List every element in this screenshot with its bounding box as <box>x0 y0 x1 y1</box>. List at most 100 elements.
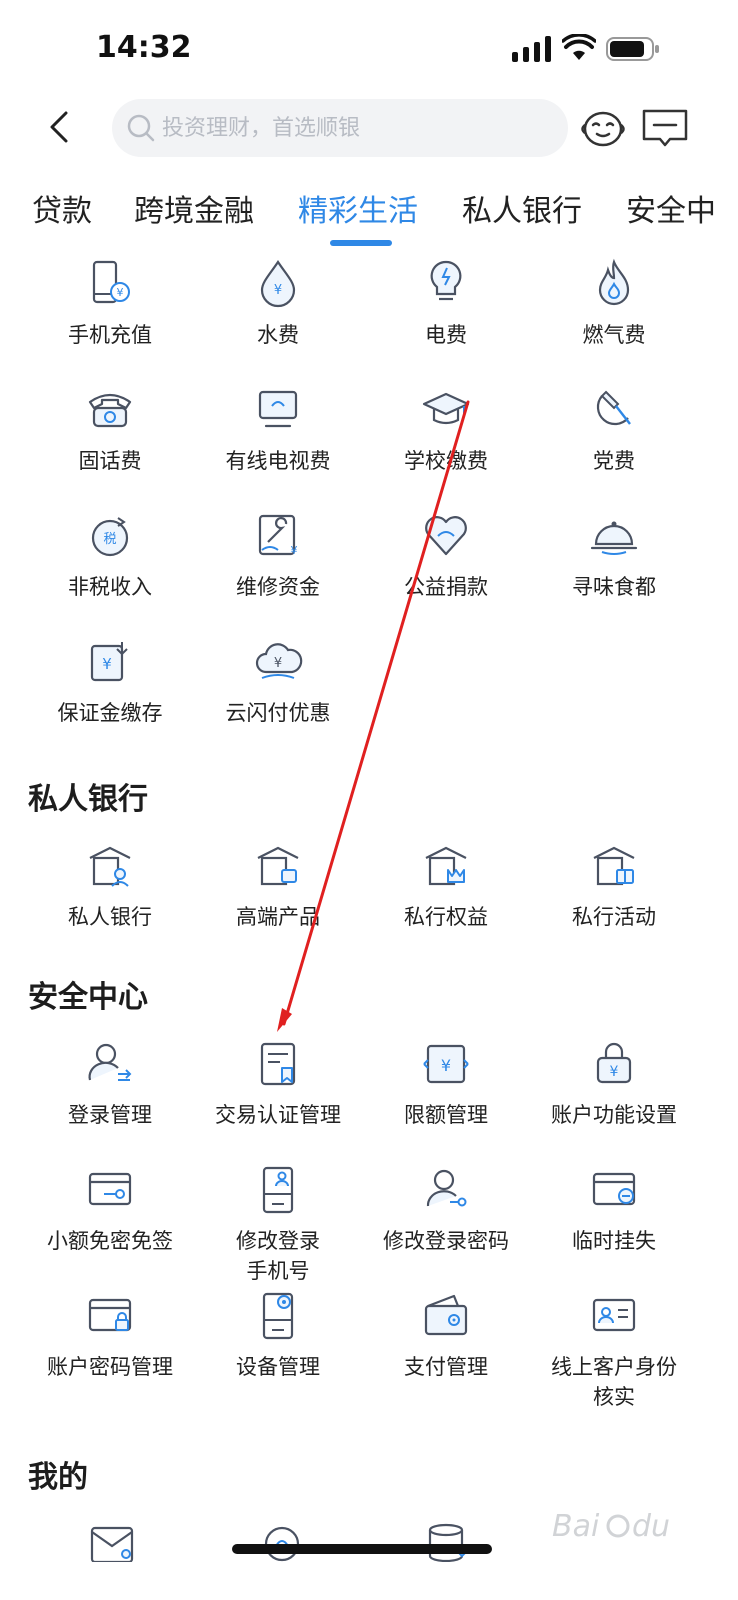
tax-icon: 税 <box>91 517 129 557</box>
svg-text:¥: ¥ <box>274 283 282 298</box>
flame-icon <box>598 258 630 306</box>
service-label: 公益捐款 <box>404 575 488 599</box>
service-label: 交易认证管理 <box>215 1103 341 1127</box>
service-label: 固话费 <box>78 449 142 473</box>
service-water-fee[interactable]: ¥ 水费 <box>194 258 362 350</box>
service-label: 私行活动 <box>572 905 656 929</box>
service-private-activities[interactable]: 私行活动 <box>530 840 698 932</box>
svg-text:¥: ¥ <box>610 1064 619 1080</box>
service-label: 水费 <box>257 323 299 347</box>
service-gas-fee[interactable]: 燃气费 <box>530 258 698 350</box>
battery-icon <box>606 37 659 61</box>
service-account-password-management[interactable]: 账户密码管理 <box>26 1290 194 1382</box>
lightbulb-icon <box>430 260 462 301</box>
service-device-management[interactable]: 设备管理 <box>194 1290 362 1382</box>
gift-activity-icon <box>593 846 635 886</box>
service-label: 修改登录 <box>236 1229 320 1253</box>
service-non-tax-income[interactable]: 税 非税收入 <box>26 510 194 602</box>
section-title-private-banking: 私人银行 <box>28 782 148 817</box>
service-temporary-loss-report[interactable]: 临时挂失 <box>530 1164 698 1256</box>
service-deposit[interactable]: ¥ 保证金缴存 <box>26 636 194 728</box>
chat-bubble-icon[interactable] <box>256 1522 308 1562</box>
user-key-icon <box>426 1169 467 1207</box>
service-label: 燃气费 <box>582 323 646 347</box>
device-gear-icon <box>262 1292 294 1340</box>
database-icon[interactable] <box>424 1522 476 1562</box>
service-label: 临时挂失 <box>572 1229 656 1253</box>
card-lock-icon <box>88 1298 132 1332</box>
tab-security-center[interactable]: 安全中 <box>626 194 716 229</box>
service-label: 非税收入 <box>68 575 152 599</box>
svg-text:¥: ¥ <box>102 655 112 673</box>
svg-text:Bai: Bai <box>552 1509 600 1544</box>
wifi-icon <box>562 34 596 60</box>
phone-user-icon <box>262 1166 294 1214</box>
service-label: 私行权益 <box>404 905 488 929</box>
message-icon[interactable] <box>640 103 690 153</box>
service-label: 云闪付优惠 <box>225 701 331 725</box>
tab-wonderful-life[interactable]: 精彩生活 <box>298 194 418 229</box>
service-cloud-pay[interactable]: ¥ 云闪付优惠 <box>194 636 362 728</box>
tab-cross-border-finance[interactable]: 跨境金融 <box>134 194 254 229</box>
svg-text:税: 税 <box>103 532 116 547</box>
service-label: 账户功能设置 <box>551 1103 677 1127</box>
service-maintenance-fund[interactable]: ¥ 维修资金 <box>194 510 362 602</box>
wrench-icon: ¥ <box>258 514 298 557</box>
service-small-no-password[interactable]: 小额免密免签 <box>26 1164 194 1256</box>
service-charity-donation[interactable]: 公益捐款 <box>362 510 530 602</box>
envelope-user-icon[interactable] <box>88 1522 140 1562</box>
water-drop-icon: ¥ <box>260 260 296 308</box>
search-box[interactable] <box>112 99 568 157</box>
service-change-login-password[interactable]: 修改登录密码 <box>362 1164 530 1256</box>
service-transaction-auth[interactable]: 交易认证管理 <box>194 1038 362 1130</box>
service-label: 修改登录密码 <box>383 1229 509 1253</box>
service-premium-products[interactable]: 高端产品 <box>194 840 362 932</box>
service-label: 手机充值 <box>68 323 152 347</box>
home-indicator[interactable] <box>232 1544 492 1554</box>
header-bar <box>0 95 738 161</box>
service-label: 小额免密免签 <box>47 1229 173 1253</box>
svg-text:¥: ¥ <box>291 544 298 557</box>
svg-text:¥: ¥ <box>274 656 282 671</box>
service-account-settings[interactable]: ¥ 账户功能设置 <box>530 1038 698 1130</box>
service-online-identity-verification[interactable]: 线上客户身份 核实 <box>530 1290 698 1412</box>
service-cable-tv-fee[interactable]: 有线电视费 <box>194 384 362 476</box>
status-bar: 14:32 <box>0 0 738 90</box>
card-minus-icon <box>592 1172 636 1206</box>
heart-leaf-icon <box>425 516 467 556</box>
tab-private-banking[interactable]: 私人银行 <box>462 194 582 229</box>
service-private-banking[interactable]: 私人银行 <box>26 840 194 932</box>
service-private-benefits[interactable]: 私行权益 <box>362 840 530 932</box>
section-title-security-center: 安全中心 <box>28 980 148 1015</box>
id-card-icon <box>592 1298 636 1332</box>
account-lock-icon: ¥ <box>596 1042 632 1084</box>
back-arrow-icon[interactable] <box>40 107 80 147</box>
svg-text:¥: ¥ <box>441 1056 451 1075</box>
service-party-fee[interactable]: 党费 <box>530 384 698 476</box>
service-payment-management[interactable]: 支付管理 <box>362 1290 530 1382</box>
search-input[interactable] <box>162 99 542 157</box>
service-label: 核实 <box>593 1385 635 1409</box>
robot-assistant-icon[interactable] <box>578 103 628 153</box>
service-label: 保证金缴存 <box>57 701 163 725</box>
tab-loan[interactable]: 贷款 <box>32 194 92 229</box>
service-label: 学校缴费 <box>404 449 488 473</box>
telephone-icon <box>88 393 132 428</box>
card-key-icon <box>88 1172 132 1206</box>
service-landline-fee[interactable]: 固话费 <box>26 384 194 476</box>
service-label: 电费 <box>425 323 467 347</box>
food-cloche-icon <box>590 521 638 555</box>
premium-product-icon <box>257 846 299 886</box>
service-login-management[interactable]: 登录管理 <box>26 1038 194 1130</box>
wallet-gear-icon <box>424 1294 468 1336</box>
service-food-city[interactable]: 寻味食都 <box>530 510 698 602</box>
cloud-pay-icon: ¥ <box>255 643 303 679</box>
hammer-sickle-icon <box>596 390 631 426</box>
service-mobile-recharge[interactable]: ¥ 手机充值 <box>26 258 194 350</box>
service-school-fee[interactable]: 学校缴费 <box>362 384 530 476</box>
status-time: 14:32 <box>96 30 192 65</box>
service-label: 维修资金 <box>236 575 320 599</box>
service-limit-management[interactable]: ¥ 限额管理 <box>362 1038 530 1130</box>
service-electricity-fee[interactable]: 电费 <box>362 258 530 350</box>
service-change-login-phone[interactable]: 修改登录 手机号 <box>194 1164 362 1286</box>
